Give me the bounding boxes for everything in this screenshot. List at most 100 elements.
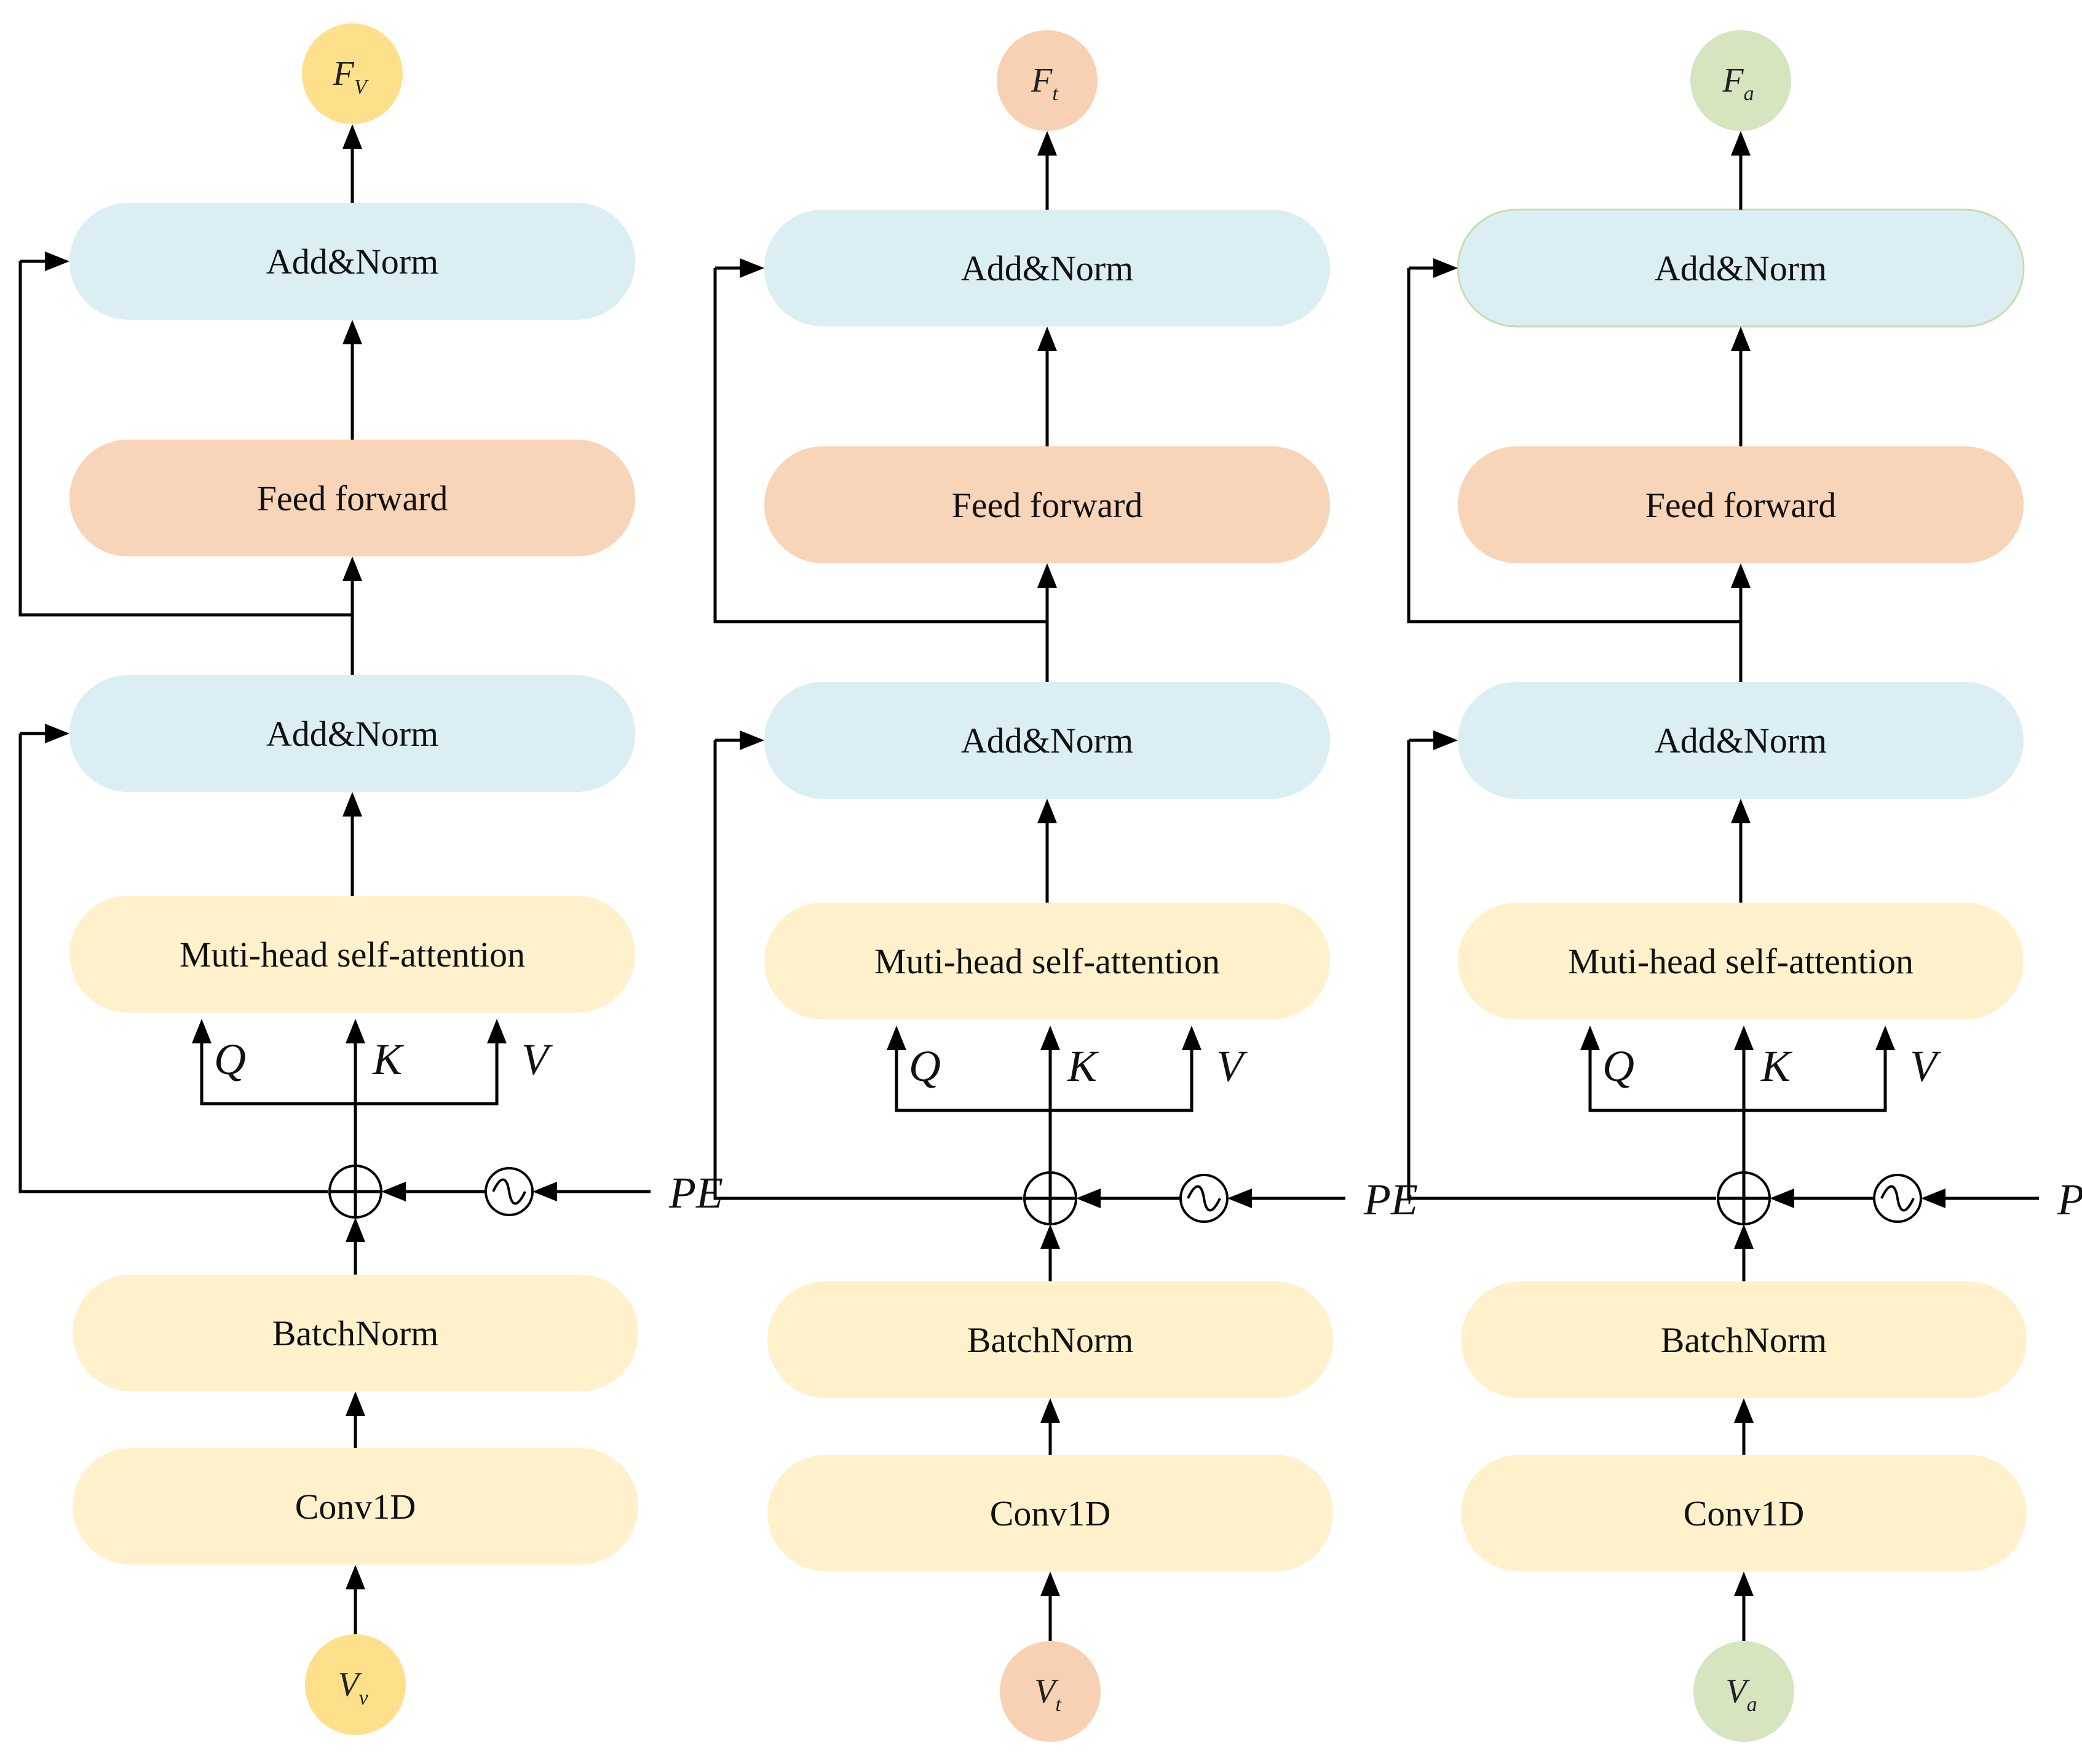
arrow-pe-in-head <box>532 1182 557 1201</box>
sine-wave-path <box>1187 1185 1221 1212</box>
output-node <box>997 30 1098 131</box>
arrow-ff-to-addnorm-head <box>342 320 362 344</box>
arrow-ff-to-addnorm-head <box>1037 326 1057 351</box>
output-node-label: Fa <box>1722 61 1754 105</box>
add-norm-bottom-label: Add&Norm <box>1655 721 1827 761</box>
feed-forward-block <box>69 440 635 556</box>
feed-forward-block <box>1458 446 2024 563</box>
arrow-bn-to-plus-head <box>1734 1224 1754 1249</box>
feed-forward-block-label: Feed forward <box>257 478 448 518</box>
multi-head-attention-block-label: Muti-head self-attention <box>874 941 1220 981</box>
arrow-attn-to-addnorm-head <box>1731 799 1751 823</box>
arrow-input-to-conv-head <box>1734 1572 1754 1596</box>
arrow-conv-to-bn-head <box>1734 1398 1754 1423</box>
sine-wave-path <box>492 1178 526 1205</box>
residual-wire-bottom <box>1407 740 1716 1200</box>
input-node <box>305 1634 406 1735</box>
arrow-k-head <box>346 1019 365 1043</box>
arrow-addnorm-to-ff-head <box>1037 563 1057 588</box>
batchnorm-block-label: BatchNorm <box>1661 1320 1827 1360</box>
arrow-to-output-head <box>342 124 362 149</box>
conv1d-block-label: Conv1D <box>990 1493 1111 1533</box>
arrow-k-head <box>1040 1026 1060 1050</box>
qkv-bus <box>895 1050 1193 1112</box>
input-node-sub: t <box>1055 1693 1062 1716</box>
residual-wire-top <box>18 261 352 617</box>
input-node-sub: a <box>1747 1693 1757 1716</box>
multi-head-attention-block <box>764 903 1330 1019</box>
arrow-attn-to-addnorm-head <box>1037 799 1057 823</box>
arrow-v-head <box>1875 1026 1895 1050</box>
arrow-addnorm-to-ff-head <box>342 556 362 581</box>
add-norm-top <box>764 210 1330 326</box>
output-node-base: F <box>333 55 355 93</box>
multi-head-attention-block-label: Muti-head self-attention <box>180 935 525 975</box>
residual-arrow-top-head <box>740 258 764 278</box>
residual-arrow-bottom-head <box>1433 730 1458 750</box>
batchnorm-block-label: BatchNorm <box>967 1320 1134 1360</box>
input-node-base: V <box>1034 1672 1059 1711</box>
conv1d-block <box>73 1448 638 1565</box>
label-pe: PE <box>2057 1175 2082 1224</box>
input-node-sub: v <box>359 1687 369 1709</box>
residual-arrow-top-head <box>45 251 69 271</box>
label-v: V <box>1216 1042 1248 1091</box>
arrow-k-head <box>1734 1026 1754 1050</box>
input-node-base: V <box>338 1666 362 1704</box>
add-norm-bottom <box>764 682 1330 799</box>
add-norm-top-label: Add&Norm <box>1655 248 1827 288</box>
residual-wire-bottom <box>713 740 1023 1200</box>
arrow-ff-to-addnorm-head <box>1731 326 1751 351</box>
multi-head-attention-block <box>1458 903 2024 1019</box>
multi-head-attention-block <box>69 896 635 1013</box>
label-q: Q <box>909 1042 941 1091</box>
residual-wire-top <box>1407 268 1741 623</box>
qkv-bus <box>200 1043 499 1105</box>
conv1d-block-label: Conv1D <box>1684 1493 1805 1533</box>
arrow-q-head <box>192 1019 212 1043</box>
residual-arrow-top-head <box>1433 258 1458 278</box>
arrow-conv-to-bn-head <box>346 1391 365 1416</box>
output-node <box>302 23 403 124</box>
arrow-v-head <box>487 1019 507 1043</box>
arrow-q-head <box>1580 1026 1600 1050</box>
conv1d-block <box>1461 1455 2027 1572</box>
sine-wave-path <box>1880 1185 1915 1212</box>
add-norm-top <box>69 203 635 320</box>
arrow-to-output-head <box>1731 131 1751 156</box>
input-node-label: Va <box>1725 1672 1757 1716</box>
add-norm-bottom-label: Add&Norm <box>266 714 438 754</box>
arrow-pe-to-plus-head <box>1076 1189 1101 1208</box>
arrow-pe-in-head <box>1227 1189 1252 1208</box>
residual-arrow-bottom-head <box>740 730 764 750</box>
multi-head-attention-block-label: Muti-head self-attention <box>1568 941 1914 981</box>
arrow-pe-in-head <box>1921 1189 1945 1208</box>
feed-forward-block-label: Feed forward <box>952 485 1143 525</box>
arrow-addnorm-to-ff-head <box>1731 563 1751 588</box>
output-node-base: F <box>1031 61 1053 100</box>
add-norm-top-label: Add&Norm <box>961 248 1133 288</box>
input-node-base: V <box>1725 1672 1750 1711</box>
label-v: V <box>521 1035 553 1084</box>
output-node <box>1690 30 1791 131</box>
arrow-bn-to-plus-head <box>1040 1224 1060 1249</box>
conv1d-block <box>767 1455 1333 1572</box>
output-node-label: Ft <box>1031 61 1059 105</box>
label-q: Q <box>214 1035 246 1084</box>
feed-forward-block-label: Feed forward <box>1645 485 1837 525</box>
input-node-label: Vv <box>338 1666 368 1709</box>
arrow-pe-to-plus-head <box>381 1182 406 1201</box>
qkv-bus <box>1588 1050 1887 1112</box>
label-k: K <box>1067 1042 1099 1091</box>
add-norm-bottom <box>69 675 635 792</box>
batchnorm-block <box>1461 1281 2027 1398</box>
batchnorm-block <box>767 1281 1333 1398</box>
output-node-sub: a <box>1744 82 1754 105</box>
add-norm-bottom-label: Add&Norm <box>961 721 1133 761</box>
arrow-v-head <box>1182 1026 1201 1050</box>
batchnorm-block <box>73 1275 638 1391</box>
